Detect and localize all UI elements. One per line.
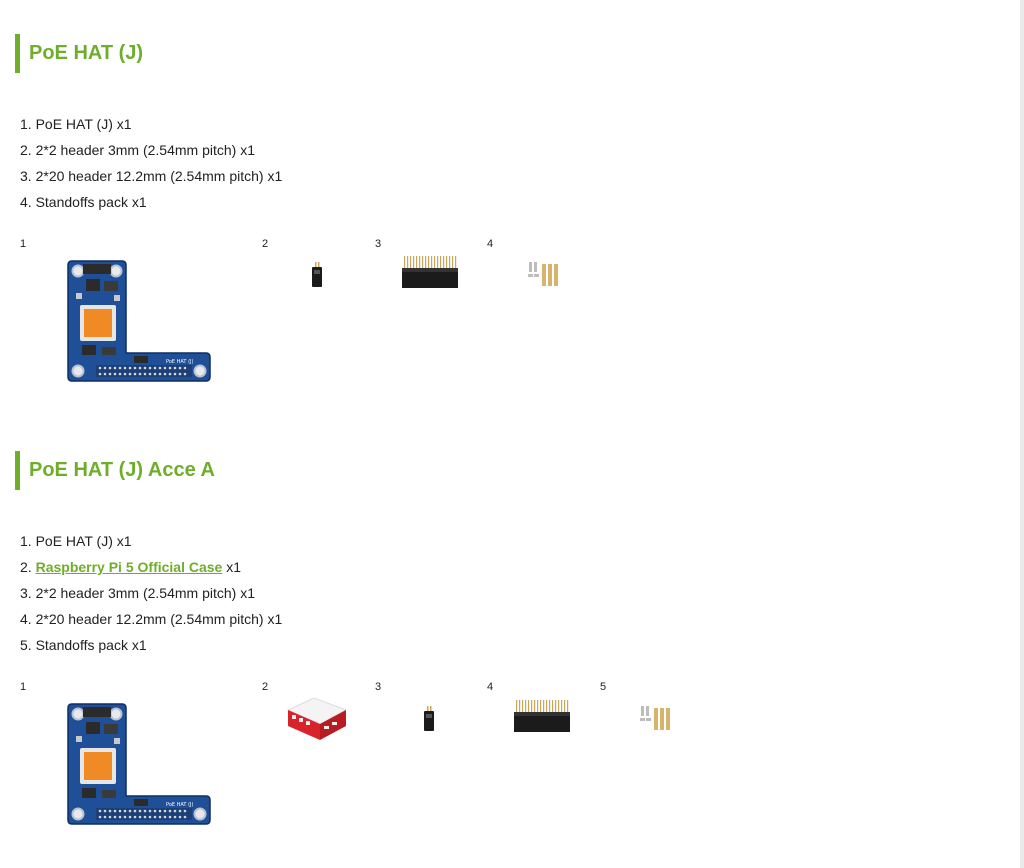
- list-item: 4. Standoffs pack x1: [20, 189, 282, 215]
- page-right-edge: [1020, 0, 1024, 868]
- list-text: 2*20 header 12.2mm (2.54mm pitch) x1: [35, 168, 283, 184]
- list-item: 1. PoE HAT (J) x1: [20, 111, 282, 137]
- list-text: Standoffs pack x1: [35, 637, 147, 653]
- list-text: PoE HAT (J) x1: [35, 533, 132, 549]
- figure-label: 1: [20, 238, 27, 250]
- section-title-text: PoE HAT (J): [29, 42, 144, 64]
- figure-label: 4: [487, 238, 494, 250]
- list-item: 1. PoE HAT (J) x1: [20, 528, 282, 554]
- list-number: 4.: [20, 611, 32, 627]
- list-text: 2*20 header 12.2mm (2.54mm pitch) x1: [35, 611, 283, 627]
- list-number: 1.: [20, 533, 32, 549]
- list-text: 2*2 header 3mm (2.54mm pitch) x1: [35, 142, 256, 158]
- figure-label: 3: [375, 238, 382, 250]
- list-text: Standoffs pack x1: [35, 194, 147, 210]
- raspberry-pi-5-case-link[interactable]: Raspberry Pi 5 Official Case: [35, 559, 223, 575]
- list-text: 2*2 header 3mm (2.54mm pitch) x1: [35, 585, 256, 601]
- figure-label: 3: [375, 681, 382, 693]
- package-content-list: 1. PoE HAT (J) x1 2. 2*2 header 3mm (2.5…: [20, 111, 282, 215]
- list-item: 3. 2*20 header 12.2mm (2.54mm pitch) x1: [20, 163, 282, 189]
- list-number: 1.: [20, 116, 32, 132]
- board-silkscreen-text: PoE HAT (J): [166, 359, 194, 365]
- list-text: PoE HAT (J) x1: [35, 116, 132, 132]
- list-item: 4. 2*20 header 12.2mm (2.54mm pitch) x1: [20, 606, 282, 632]
- poe-hat-board-image: PoE HAT (J): [67, 703, 211, 825]
- header-2x2-image: [312, 262, 322, 287]
- figure-label: 2: [262, 681, 269, 693]
- list-item: 5. Standoffs pack x1: [20, 632, 282, 658]
- package-content-list: 1. PoE HAT (J) x1 2. Raspberry Pi 5 Offi…: [20, 528, 282, 658]
- standoffs-image: [640, 706, 670, 730]
- section-title: PoE HAT (J): [15, 34, 143, 73]
- figure-label: 1: [20, 681, 27, 693]
- list-number: 3.: [20, 585, 32, 601]
- raspberry-pi-5-case-image: [286, 697, 348, 740]
- list-number: 4.: [20, 194, 32, 210]
- header-2x20-image: [514, 700, 570, 732]
- header-2x2-image: [424, 706, 434, 731]
- list-item: 2. 2*2 header 3mm (2.54mm pitch) x1: [20, 137, 282, 163]
- poe-hat-board-image: PoE HAT (J): [67, 260, 211, 382]
- list-number: 5.: [20, 637, 32, 653]
- list-item: 2. Raspberry Pi 5 Official Case x1: [20, 554, 282, 580]
- list-item: 3. 2*2 header 3mm (2.54mm pitch) x1: [20, 580, 282, 606]
- header-2x20-image: [402, 256, 458, 288]
- list-number: 3.: [20, 168, 32, 184]
- list-number: 2.: [20, 142, 32, 158]
- figure-label: 4: [487, 681, 494, 693]
- section-title-text: PoE HAT (J) Acce A: [29, 459, 215, 481]
- board-silkscreen-text: PoE HAT (J): [166, 802, 194, 808]
- figure-label: 5: [600, 681, 607, 693]
- standoffs-image: [528, 262, 558, 286]
- figure-label: 2: [262, 238, 269, 250]
- section-title: PoE HAT (J) Acce A: [15, 451, 215, 490]
- list-text-suffix: x1: [222, 559, 242, 575]
- list-number: 2.: [20, 559, 32, 575]
